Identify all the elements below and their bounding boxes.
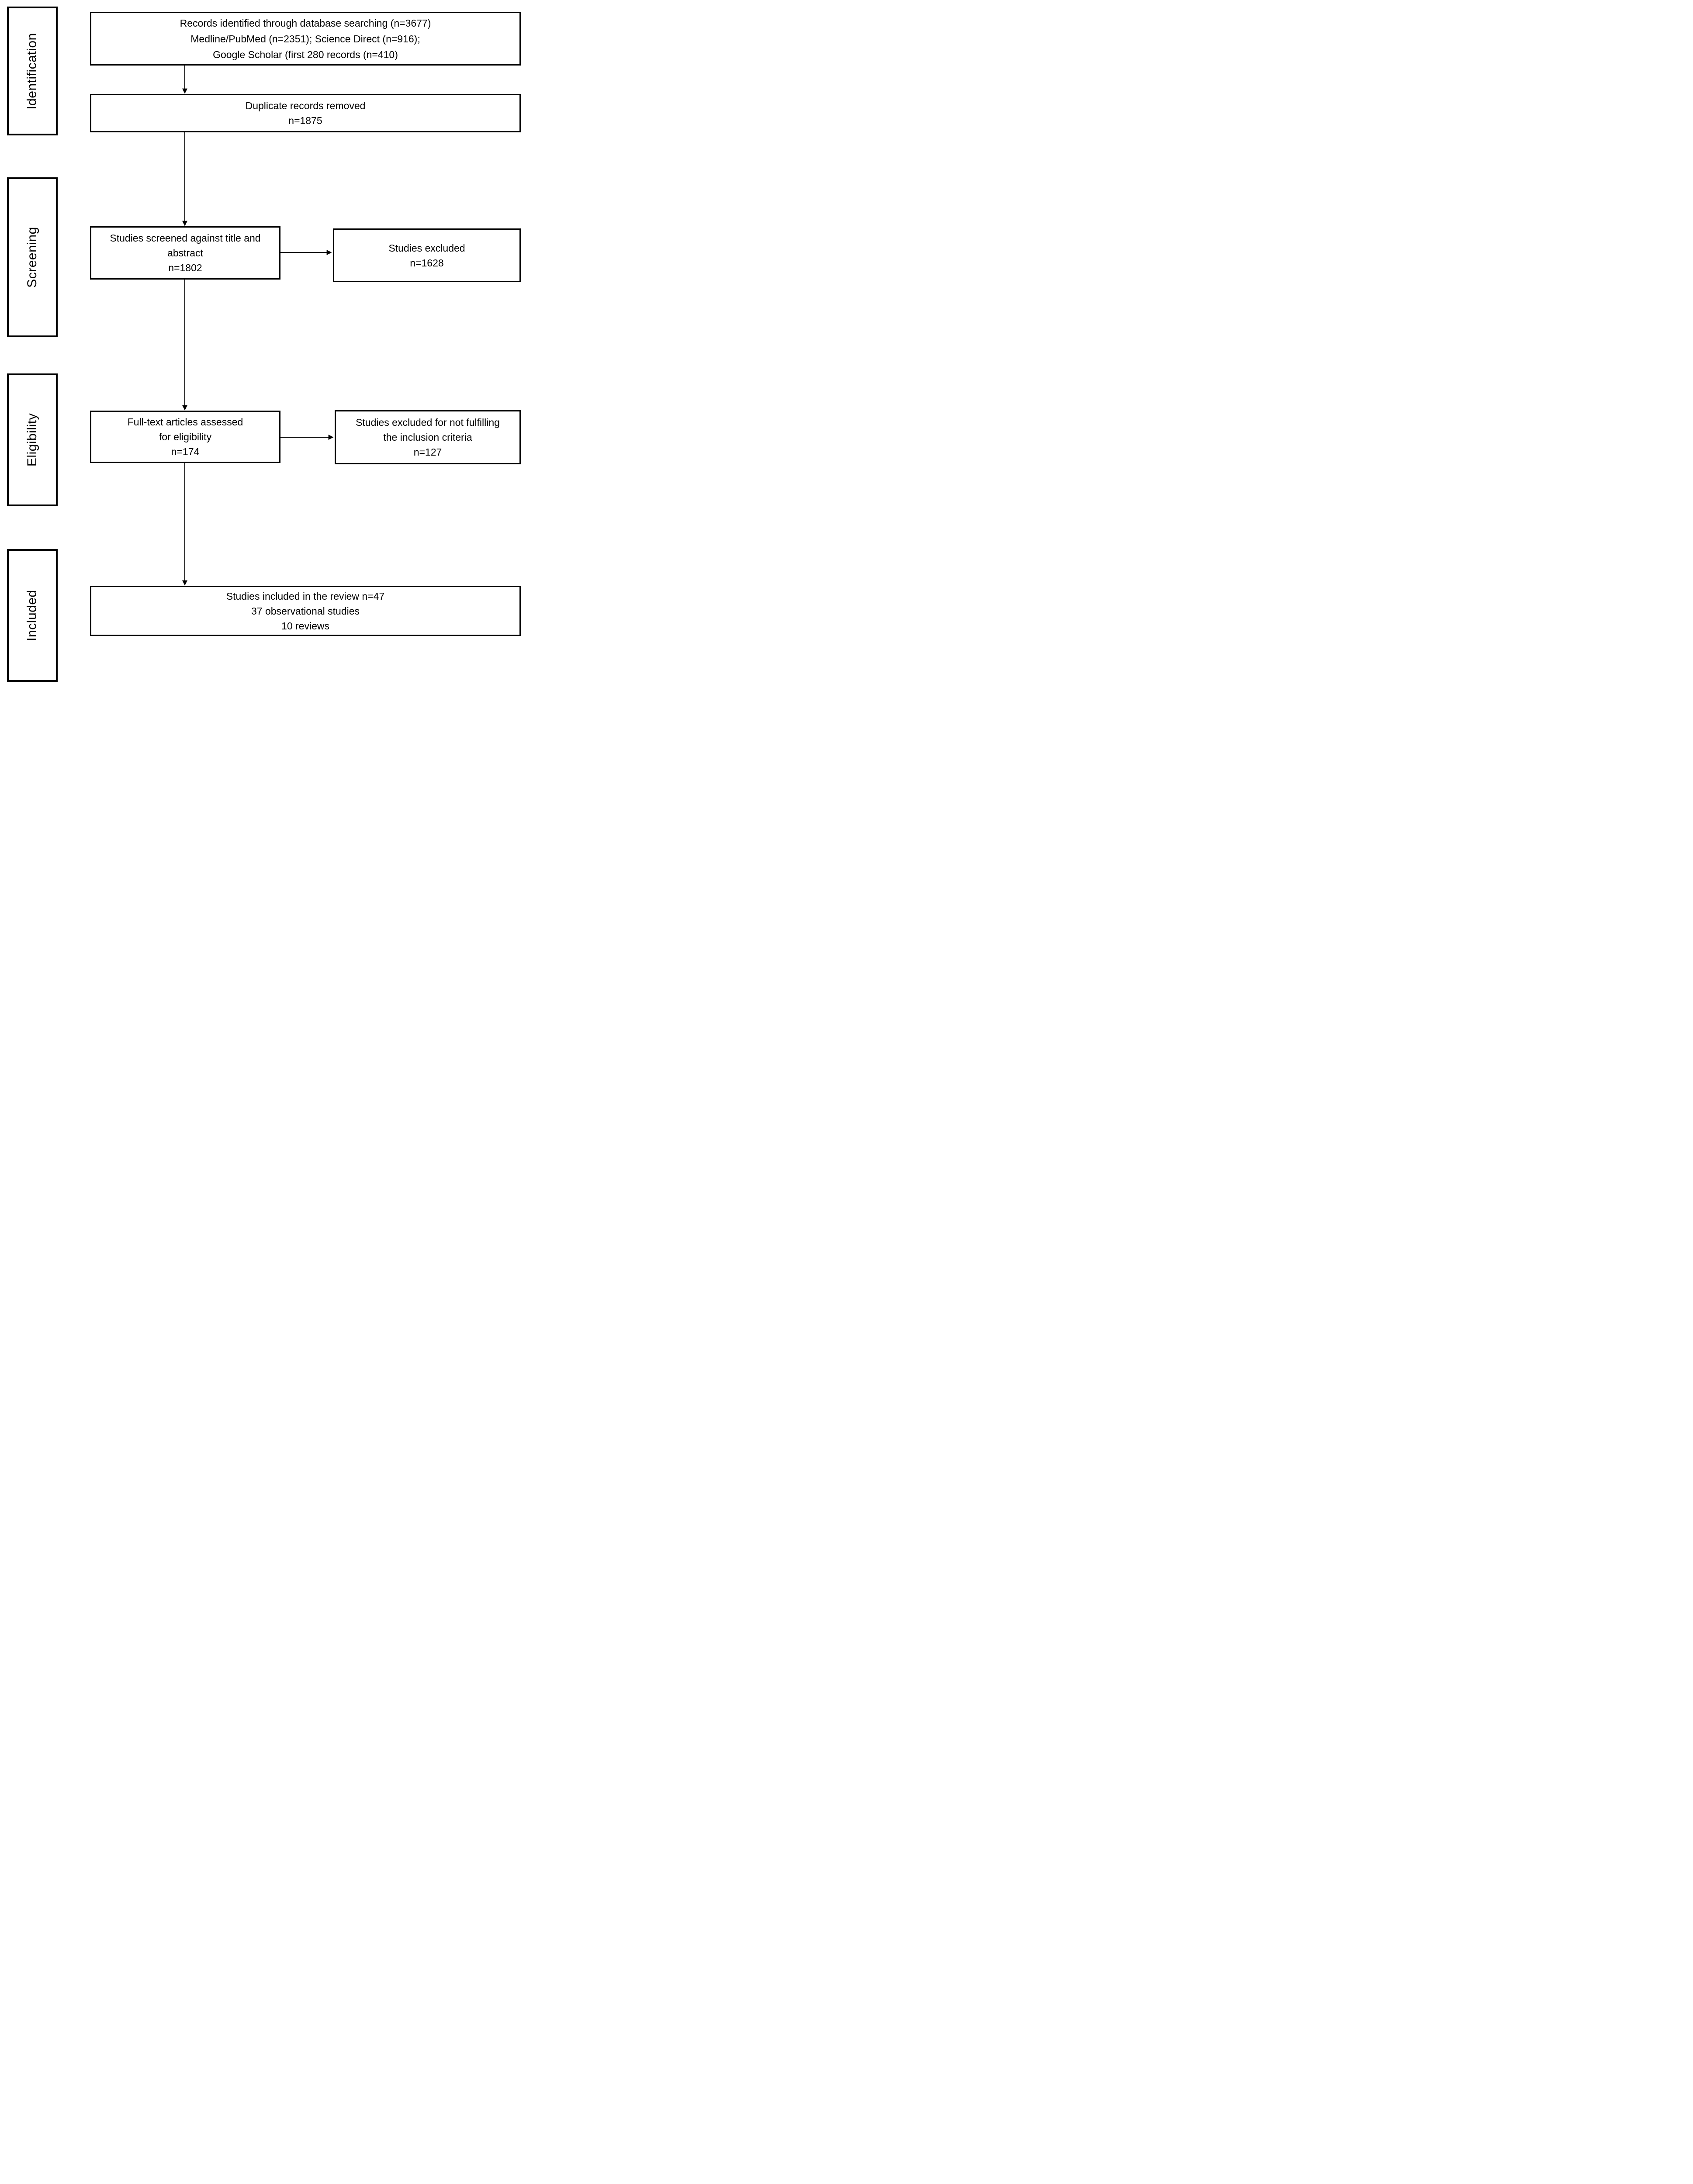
box-studies-screened: Studies screened against title and abstr… xyxy=(90,226,280,280)
box-fulltext-assessed-line: n=174 xyxy=(171,446,200,457)
box-studies-excluded: Studies excluded n=1628 xyxy=(333,228,521,282)
box-studies-included-line: 37 observational studies xyxy=(251,605,360,617)
stage-label-included: Included xyxy=(25,590,39,641)
stage-box-screening: Screening xyxy=(7,177,58,337)
box-fulltext-excluded-line: the inclusion criteria xyxy=(383,432,472,443)
box-studies-screened-line: n=1802 xyxy=(168,262,202,273)
box-records-identified: Records identified through database sear… xyxy=(90,12,521,66)
box-records-identified-line: Google Scholar (first 280 records (n=410… xyxy=(213,48,398,60)
box-records-identified-line: Records identified through database sear… xyxy=(180,17,431,29)
stage-box-identification: Identification xyxy=(7,7,58,135)
box-studies-included: Studies included in the review n=47 37 o… xyxy=(90,586,521,636)
box-studies-screened-line: Studies screened against title and xyxy=(110,232,261,244)
box-fulltext-excluded: Studies excluded for not fulfilling the … xyxy=(335,410,521,464)
stage-label-eligibility: Eligibility xyxy=(25,413,39,467)
box-studies-included-line: 10 reviews xyxy=(281,620,329,632)
box-fulltext-excluded-line: Studies excluded for not fulfilling xyxy=(356,417,500,428)
box-studies-included-line: Studies included in the review n=47 xyxy=(226,590,385,602)
stage-label-identification: Identification xyxy=(25,32,40,110)
box-records-identified-line: Medline/PubMed (n=2351); Science Direct … xyxy=(190,33,420,45)
box-fulltext-assessed-line: for eligibility xyxy=(159,431,212,442)
box-duplicates-removed: Duplicate records removed n=1875 xyxy=(90,94,521,132)
stage-box-eligibility: Eligibility xyxy=(7,373,58,506)
box-fulltext-assessed: Full-text articles assessed for eligibil… xyxy=(90,411,280,463)
box-fulltext-excluded-line: n=127 xyxy=(413,446,442,458)
box-studies-screened-line: abstract xyxy=(167,247,203,259)
box-studies-excluded-line: Studies excluded xyxy=(388,242,465,254)
stage-label-screening: Screening xyxy=(25,227,39,288)
box-studies-excluded-line: n=1628 xyxy=(410,257,444,269)
box-duplicates-removed-line: n=1875 xyxy=(288,115,322,126)
box-duplicates-removed-line: Duplicate records removed xyxy=(245,100,366,111)
prisma-flow-diagram: Identification Screening Eligibility Inc… xyxy=(0,0,524,688)
box-fulltext-assessed-line: Full-text articles assessed xyxy=(127,416,243,428)
stage-box-included: Included xyxy=(7,549,58,682)
